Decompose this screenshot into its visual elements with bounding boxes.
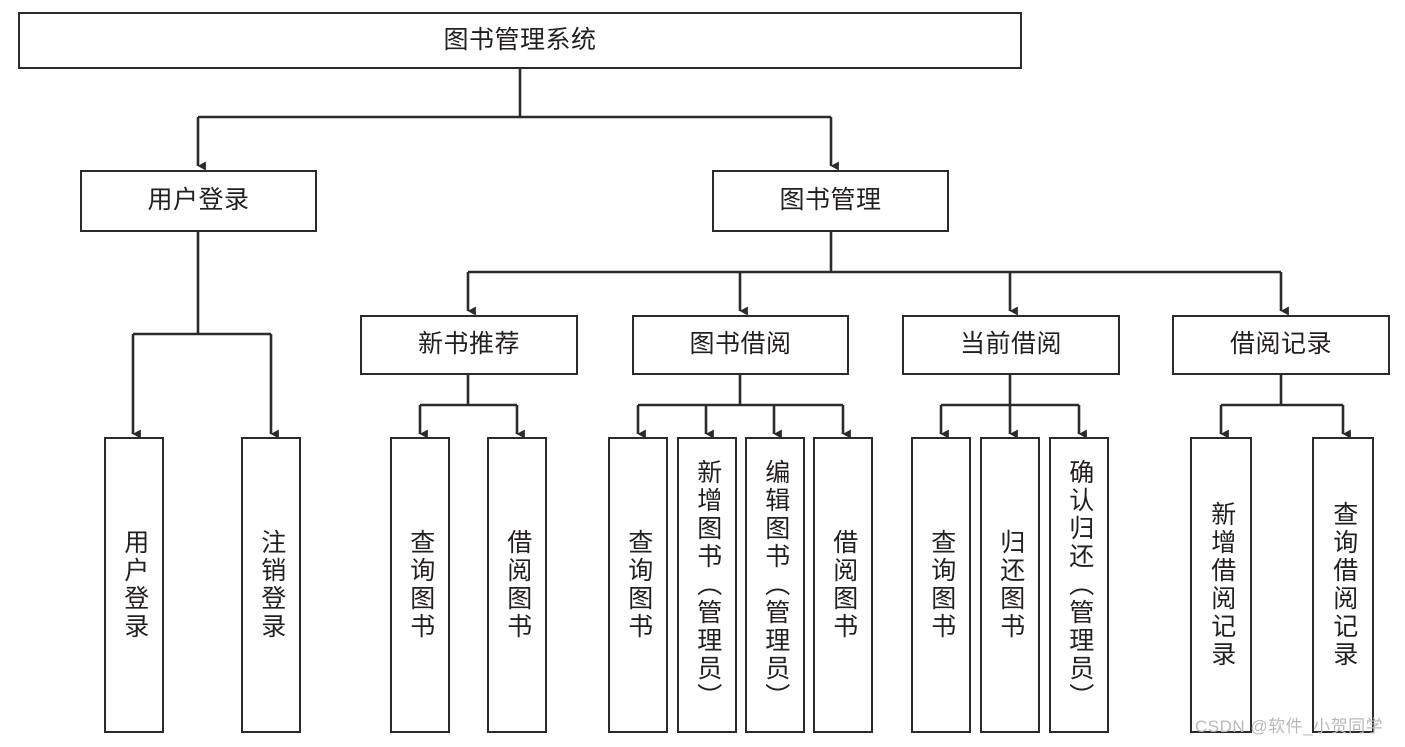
node-label: 借阅图书	[829, 529, 858, 641]
node-label: 查询图书	[624, 529, 653, 641]
node-label: 查询图书	[927, 529, 956, 641]
node-borrow-record[interactable]: 借阅记录	[1172, 315, 1390, 375]
leaf-edit-book-admin[interactable]: 编辑图书（管理员）	[745, 437, 805, 733]
node-label: 图书借阅	[689, 330, 792, 359]
node-label: 借阅记录	[1229, 330, 1332, 359]
leaf-add-borrow-record[interactable]: 新增借阅记录	[1190, 437, 1252, 733]
node-label: 用户登录	[120, 529, 149, 641]
leaf-add-book-admin[interactable]: 新增图书（管理员）	[677, 437, 737, 733]
node-label: 新书推荐	[417, 330, 520, 359]
node-book-borrow[interactable]: 图书借阅	[632, 315, 849, 375]
leaf-query-book-recommend[interactable]: 查询图书	[390, 437, 450, 733]
node-label: 编辑图书（管理员）	[761, 459, 790, 711]
node-label: 借阅图书	[503, 529, 532, 641]
leaf-logout[interactable]: 注销登录	[241, 437, 301, 733]
node-label: 新增图书（管理员）	[693, 459, 722, 711]
leaf-query-borrow-record[interactable]: 查询借阅记录	[1312, 437, 1374, 733]
leaf-borrow-book[interactable]: 借阅图书	[813, 437, 873, 733]
node-label: 归还图书	[996, 529, 1025, 641]
node-label: 当前借阅	[959, 330, 1062, 359]
leaf-query-book-borrow[interactable]: 查询图书	[608, 437, 668, 733]
leaf-user-login[interactable]: 用户登录	[104, 437, 164, 733]
node-root-system[interactable]: 图书管理系统	[18, 12, 1022, 69]
watermark-text: CSDN @软件_小贺同学	[1195, 717, 1384, 736]
node-label: 图书管理系统	[443, 25, 597, 54]
node-label: 查询图书	[406, 529, 435, 641]
leaf-query-book-current[interactable]: 查询图书	[911, 437, 971, 733]
leaf-return-book[interactable]: 归还图书	[980, 437, 1040, 733]
node-book-management[interactable]: 图书管理	[712, 170, 949, 232]
node-current-borrow[interactable]: 当前借阅	[902, 315, 1120, 375]
node-label: 新增借阅记录	[1207, 501, 1236, 669]
node-label: 查询借阅记录	[1329, 501, 1358, 669]
node-label: 图书管理	[779, 186, 882, 215]
leaf-confirm-return-admin[interactable]: 确认归还（管理员）	[1049, 437, 1109, 733]
node-new-book-recommend[interactable]: 新书推荐	[360, 315, 578, 375]
node-label: 注销登录	[257, 529, 286, 641]
leaf-borrow-book-recommend[interactable]: 借阅图书	[487, 437, 547, 733]
node-label: 确认归还（管理员）	[1065, 459, 1094, 711]
node-label: 用户登录	[147, 186, 250, 215]
node-user-login[interactable]: 用户登录	[80, 170, 317, 232]
